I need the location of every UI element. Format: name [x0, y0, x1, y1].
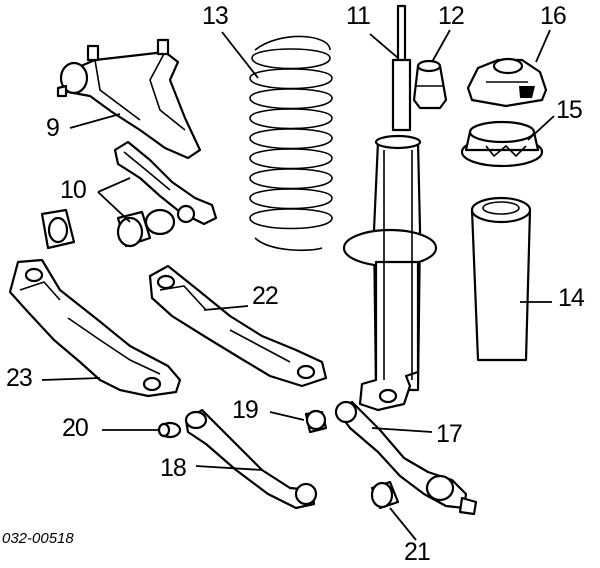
callout-10: 10: [60, 176, 87, 204]
leader-lines: [41, 29, 555, 541]
callout-16: 16: [540, 2, 567, 30]
leader-12: [431, 29, 451, 63]
part-15-spring-seat: [460, 120, 544, 168]
part-21-bushing: [370, 480, 400, 510]
callout-19: 19: [232, 396, 259, 424]
leader-19: [269, 411, 305, 421]
part-23-crossmember: [8, 258, 182, 398]
part-13-coil-spring: [249, 35, 333, 252]
leader-15: [527, 115, 555, 141]
callout-11: 11: [346, 2, 371, 30]
part-10-link-and-bushing: [40, 140, 218, 250]
drawing-code: 032-00518: [2, 530, 74, 547]
leader-17: [371, 427, 433, 433]
part-19-bushing: [304, 409, 328, 434]
part-12-bump-stop: [412, 59, 448, 110]
leader-22: [203, 305, 249, 311]
leader-16: [535, 29, 551, 63]
leader-18: [195, 465, 263, 471]
leader-10a: [97, 177, 131, 193]
leader-9: [69, 113, 121, 129]
part-11-shock-absorber: [342, 4, 438, 412]
part-16-upper-mount: [466, 57, 548, 108]
part-9-upper-control-arm: [56, 38, 202, 160]
part-20-bushing: [157, 421, 182, 439]
part-18-trailing-link: [184, 408, 318, 510]
leader-13: [221, 31, 259, 79]
part-22-lower-arm: [148, 264, 328, 388]
callout-14: 14: [558, 284, 585, 312]
callout-20: 20: [62, 414, 89, 442]
callout-17: 17: [436, 420, 463, 448]
leader-11: [369, 33, 399, 59]
part-14-dust-boot: [470, 196, 532, 362]
callout-13: 13: [202, 2, 229, 30]
callout-15: 15: [556, 96, 583, 124]
callout-18: 18: [160, 454, 187, 482]
callout-12: 12: [438, 2, 465, 30]
callout-9: 9: [46, 114, 60, 142]
leader-10b: [97, 191, 131, 223]
callout-21: 21: [404, 538, 431, 566]
leader-23: [41, 377, 101, 381]
leader-21: [389, 507, 417, 541]
callout-22: 22: [252, 282, 279, 310]
callout-23: 23: [6, 364, 33, 392]
part-17-knuckle-link: [334, 400, 478, 516]
